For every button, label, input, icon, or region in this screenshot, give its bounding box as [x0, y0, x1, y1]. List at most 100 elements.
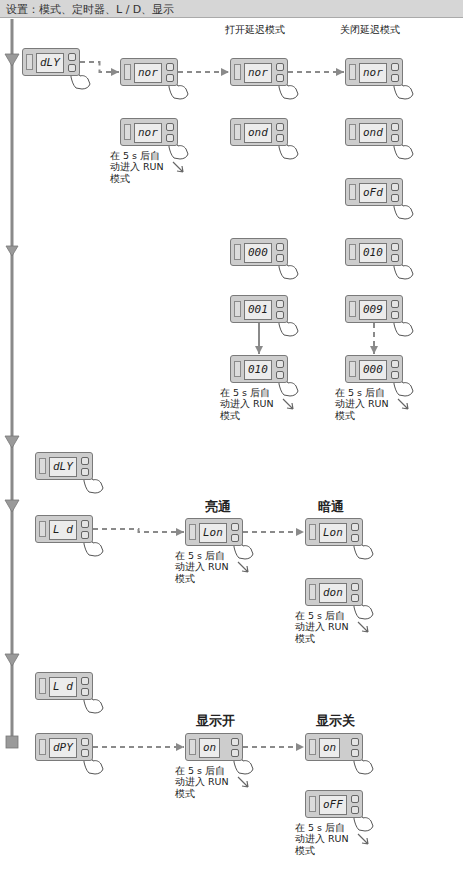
panel-indicator: [349, 64, 356, 80]
panel-button: [351, 806, 359, 814]
panel-indicator: [234, 124, 241, 140]
lcd-panel: dLY: [22, 48, 80, 76]
panel-button: [391, 134, 399, 142]
return-arrow: [173, 162, 183, 172]
lcd-display: oFd: [359, 183, 387, 203]
panel-button: [81, 677, 89, 685]
panel-button: [391, 371, 399, 379]
panel-indicator: [234, 301, 241, 317]
lcd-panel: ond: [230, 118, 288, 146]
note-text: 在 5 s 后自动进入 RUN 模式: [295, 610, 355, 644]
lcd-display: ond: [359, 123, 387, 143]
note-text: 在 5 s 后自动进入 RUN 模式: [295, 822, 355, 856]
panel-button: [391, 360, 399, 368]
panel-indicator: [234, 64, 241, 80]
lcd-display: Lon: [199, 523, 227, 543]
lcd-panel: Lon: [185, 518, 243, 546]
lcd-panel: 001: [230, 295, 288, 323]
panel-button: [351, 583, 359, 591]
note-text: 在 5 s 后自动进入 RUN 模式: [175, 765, 235, 799]
note-text: 关闭延迟模式: [340, 24, 410, 36]
lcd-panel: nor: [120, 58, 178, 86]
note-text: 在 5 s 后自动进入 RUN 模式: [175, 550, 235, 584]
panel-button: [276, 123, 284, 131]
panel-button: [166, 123, 174, 131]
panel-indicator: [234, 244, 241, 260]
lcd-panel: L d: [35, 672, 93, 700]
lcd-display: 000: [244, 243, 272, 263]
panel-button: [276, 134, 284, 142]
flow-arrow: [93, 746, 184, 748]
flow-arrow: [288, 71, 344, 73]
lcd-panel: on: [185, 733, 243, 761]
panel-button: [391, 300, 399, 308]
panel-indicator: [39, 521, 46, 537]
panel-button: [81, 749, 89, 757]
lcd-display: L d: [49, 677, 77, 697]
panel-button: [391, 243, 399, 251]
panel-indicator: [349, 361, 356, 377]
panel-button: [276, 360, 284, 368]
panel-button: [68, 53, 76, 61]
lcd-display: dLY: [36, 53, 64, 73]
panel-button: [391, 74, 399, 82]
flow-arrow: [373, 323, 375, 354]
panel-indicator: [26, 54, 33, 70]
note-text: 在 5 s 后自动进入 RUN 模式: [110, 150, 170, 184]
panel-button: [81, 457, 89, 465]
lcd-panel: dPY: [35, 733, 93, 761]
lcd-display: don: [319, 583, 347, 603]
panel-indicator: [39, 458, 46, 474]
note-text: 在 5 s 后自动进入 RUN 模式: [335, 387, 395, 421]
lcd-display: nor: [244, 63, 272, 83]
panel-button: [391, 183, 399, 191]
panel-button: [276, 74, 284, 82]
panel-button: [351, 795, 359, 803]
lcd-display: 010: [244, 360, 272, 380]
panel-button: [391, 254, 399, 262]
panel-button: [276, 63, 284, 71]
panel-button: [351, 738, 359, 746]
panel-button: [231, 534, 239, 542]
lcd-display: dPY: [49, 738, 77, 758]
panel-button: [166, 63, 174, 71]
panel-indicator: [309, 796, 316, 812]
panel-button: [391, 123, 399, 131]
return-arrow: [398, 399, 408, 409]
lcd-panel: oFd: [345, 178, 403, 206]
lcd-display: nor: [134, 63, 162, 83]
panel-button: [276, 254, 284, 262]
lcd-display: Lon: [319, 523, 347, 543]
panel-indicator: [309, 739, 316, 755]
return-arrow: [358, 622, 368, 632]
note-text: 打开延迟模式: [225, 24, 295, 36]
return-arrow: [283, 399, 293, 409]
title-bar: 设置：模式、定时器、L / D、显示: [0, 0, 463, 18]
panel-indicator: [349, 184, 356, 200]
flow-arrow: [258, 323, 260, 354]
panel-button: [351, 749, 359, 757]
lcd-panel: 010: [230, 355, 288, 383]
lcd-panel: nor: [345, 58, 403, 86]
section-heading: 显示关: [316, 713, 370, 729]
lcd-display: oFF: [319, 795, 347, 815]
panel-indicator: [39, 739, 46, 755]
lcd-display: L d: [49, 520, 77, 540]
panel-indicator: [309, 584, 316, 600]
section-heading: 显示开: [196, 713, 250, 729]
panel-indicator: [349, 244, 356, 260]
flow-triangles: [5, 54, 19, 748]
lcd-panel: nor: [230, 58, 288, 86]
lcd-panel: 000: [345, 355, 403, 383]
flow-arrow: [243, 531, 304, 533]
note-text: 在 5 s 后自动进入 RUN 模式: [220, 387, 280, 421]
panel-indicator: [189, 739, 196, 755]
lcd-display: 001: [244, 300, 272, 320]
panel-button: [276, 243, 284, 251]
lcd-display: nor: [134, 123, 162, 143]
lcd-panel: nor: [120, 118, 178, 146]
panel-indicator: [234, 361, 241, 377]
lcd-panel: don: [305, 578, 363, 606]
panel-button: [351, 534, 359, 542]
